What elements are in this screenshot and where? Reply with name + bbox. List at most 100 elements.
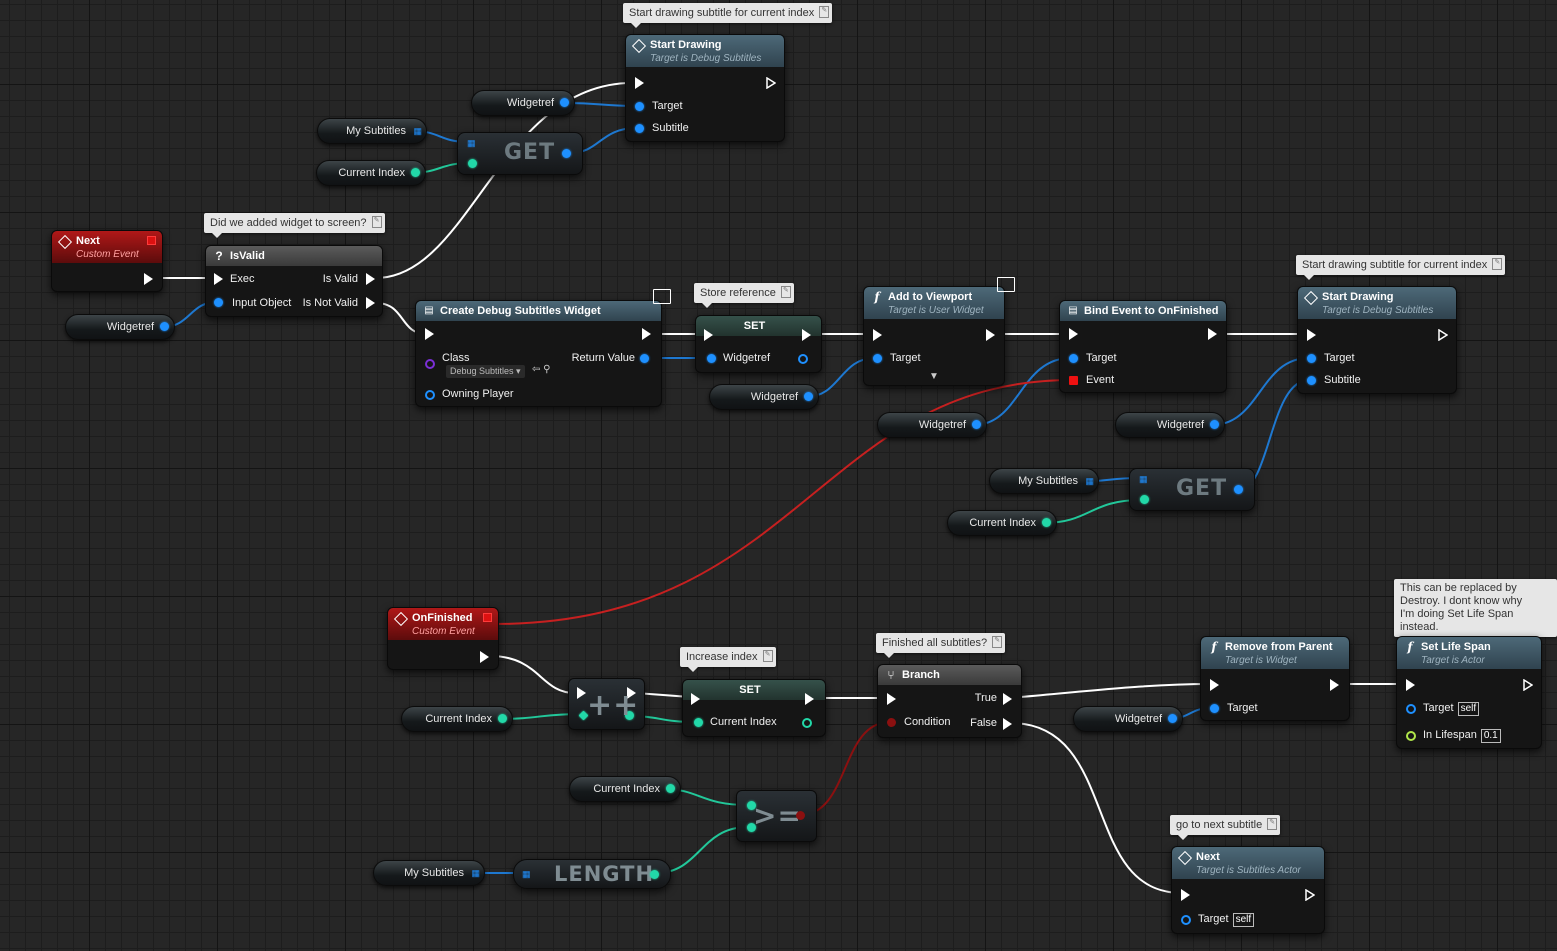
exec-in-pin[interactable] — [577, 687, 586, 699]
widgetref-getter-left[interactable]: Widgetref — [65, 314, 175, 340]
exec-in-pin[interactable] — [873, 329, 882, 341]
exec-in-pin[interactable] — [635, 77, 644, 89]
expand-chevron-down-icon[interactable]: ▼ — [929, 371, 939, 382]
remove-from-parent-node[interactable]: f Remove from Parent Target is Widget Ta… — [1200, 636, 1350, 721]
exec-in-pin[interactable] — [425, 328, 434, 340]
current-index-getter-inc[interactable]: Current Index — [401, 706, 513, 732]
pin-icon[interactable]: ✎ — [762, 650, 773, 662]
target-pin[interactable] — [1069, 354, 1078, 363]
condition-pin[interactable] — [887, 718, 896, 727]
var-out-pin[interactable] — [498, 714, 507, 723]
exec-in-pin[interactable] — [887, 693, 896, 705]
class-pin[interactable] — [425, 359, 435, 369]
var-out-pin[interactable] — [1210, 420, 1219, 429]
create-widget-node[interactable]: ▤ Create Debug Subtitles Widget Class De… — [415, 289, 671, 407]
array-get-node-top[interactable]: ▦ GET — [457, 132, 583, 175]
exec-out-pin[interactable] — [986, 329, 995, 341]
true-exec-pin[interactable] — [1003, 693, 1012, 705]
target-pin[interactable] — [873, 354, 882, 363]
widgetref-getter-mid[interactable]: Widgetref — [709, 384, 819, 410]
bind-event-node[interactable]: ▤ Bind Event to OnFinished Target Event — [1059, 300, 1227, 393]
exec-in-pin[interactable] — [1307, 329, 1316, 341]
comment-finished-all[interactable]: Finished all subtitles?✎ — [876, 633, 1006, 658]
exec-out-pin[interactable] — [1305, 889, 1315, 901]
array-grid-icon[interactable]: ▦ — [471, 868, 480, 878]
return-value-pin[interactable] — [640, 354, 649, 363]
target-self-value[interactable]: self — [1457, 702, 1480, 716]
increment-node[interactable]: ++ — [568, 678, 645, 730]
length-out-pin[interactable] — [650, 870, 659, 879]
target-self-value[interactable]: self — [1232, 913, 1255, 927]
my-subtitles-getter-top[interactable]: My Subtitles▦ — [317, 118, 427, 144]
class-dropdown[interactable]: Debug Subtitles ▾ — [446, 365, 525, 378]
array-grid-icon[interactable]: ▦ — [413, 126, 422, 136]
array-in-grid-icon[interactable]: ▦ — [467, 138, 476, 148]
in-lifespan-input[interactable]: 0.1 — [1480, 729, 1501, 743]
array-in-grid-icon[interactable]: ▦ — [522, 869, 531, 879]
current-index-getter-compare[interactable]: Current Index — [569, 776, 681, 802]
pin-icon[interactable]: ✎ — [992, 636, 1003, 648]
exec-out-pin[interactable] — [144, 273, 153, 285]
exec-out-pin[interactable] — [802, 329, 811, 341]
bool-out-pin[interactable] — [796, 811, 805, 820]
target-pin[interactable] — [1406, 704, 1416, 714]
branch-node[interactable]: ⑂ Branch Condition True False — [877, 664, 1022, 738]
start-drawing-right-node[interactable]: Start Drawing Target is Debug Subtitles … — [1297, 286, 1457, 394]
exec-in-pin[interactable] — [1406, 679, 1415, 691]
pin-icon[interactable]: ✎ — [371, 216, 382, 228]
widgetref-getter[interactable]: Widgetref — [471, 90, 575, 116]
target-pin[interactable] — [1210, 704, 1219, 713]
onfinished-custom-event-node[interactable]: OnFinished Custom Event — [387, 607, 499, 670]
exec-in-pin[interactable] — [1069, 328, 1078, 340]
int-out-pin[interactable] — [625, 711, 634, 720]
is-valid-exec-pin[interactable] — [366, 273, 375, 285]
exec-out-pin[interactable] — [642, 328, 651, 340]
comment-go-next[interactable]: go to next subtitle✎ — [1170, 815, 1281, 840]
add-to-viewport-node[interactable]: f Add to Viewport Target is User Widget … — [863, 277, 1015, 386]
owning-player-pin[interactable] — [425, 390, 435, 400]
exec-out-pin[interactable] — [480, 651, 489, 663]
target-pin[interactable] — [1307, 354, 1316, 363]
exec-out-pin[interactable] — [1330, 679, 1339, 691]
exec-out-pin[interactable] — [766, 77, 776, 89]
exec-in-pin[interactable] — [704, 329, 713, 341]
exec-in-pin[interactable] — [214, 273, 223, 285]
var-out-pin[interactable] — [804, 392, 813, 401]
exec-out-pin[interactable] — [627, 687, 636, 699]
exec-out-pin[interactable] — [1438, 329, 1448, 341]
my-subtitles-getter-right[interactable]: My Subtitles▦ — [989, 468, 1099, 494]
index-in-pin[interactable] — [1140, 495, 1149, 504]
array-grid-icon[interactable]: ▦ — [1085, 476, 1094, 486]
comment-did-we-add[interactable]: Did we added widget to screen?✎ — [204, 213, 385, 238]
index-in-pin[interactable] — [468, 159, 477, 168]
var-out-pin[interactable] — [1042, 518, 1051, 527]
false-exec-pin[interactable] — [1003, 718, 1012, 730]
var-out-pin[interactable] — [160, 322, 169, 331]
exec-out-pin[interactable] — [805, 693, 814, 705]
exec-in-pin[interactable] — [1210, 679, 1219, 691]
set-widgetref-node[interactable]: SET Widgetref — [695, 315, 822, 373]
browse-arrow-icon[interactable]: ⇦ ⚲ — [532, 364, 551, 375]
set-current-index-node[interactable]: SET Current Index — [682, 679, 826, 737]
current-index-getter-right[interactable]: Current Index — [947, 510, 1057, 536]
comment-increase-index[interactable]: Increase index✎ — [680, 647, 776, 672]
pin-icon[interactable]: ✎ — [1267, 818, 1278, 830]
exec-in-pin[interactable] — [691, 693, 700, 705]
greater-equal-node[interactable]: >= — [736, 790, 817, 842]
my-subtitles-getter-length[interactable]: My Subtitles▦ — [373, 860, 485, 886]
comment-store-reference[interactable]: Store reference✎ — [694, 283, 794, 308]
pin-icon[interactable]: ✎ — [1492, 258, 1503, 270]
in-lifespan-pin[interactable] — [1406, 731, 1416, 741]
delegate-pin-icon[interactable] — [483, 613, 492, 622]
item-out-pin[interactable] — [562, 149, 571, 158]
a-in-pin[interactable] — [747, 801, 756, 810]
length-node[interactable]: ▦ LENGTH — [513, 859, 671, 889]
exec-out-pin[interactable] — [1523, 679, 1533, 691]
widgetref-out-pin[interactable] — [798, 354, 808, 364]
delegate-pin-icon[interactable] — [147, 236, 156, 245]
widgetref-getter-remove[interactable]: Widgetref — [1073, 706, 1183, 732]
var-out-pin[interactable] — [666, 784, 675, 793]
var-out-pin[interactable] — [1168, 714, 1177, 723]
comment-start-drawing-right[interactable]: Start drawing subtitle for current index… — [1296, 255, 1506, 280]
